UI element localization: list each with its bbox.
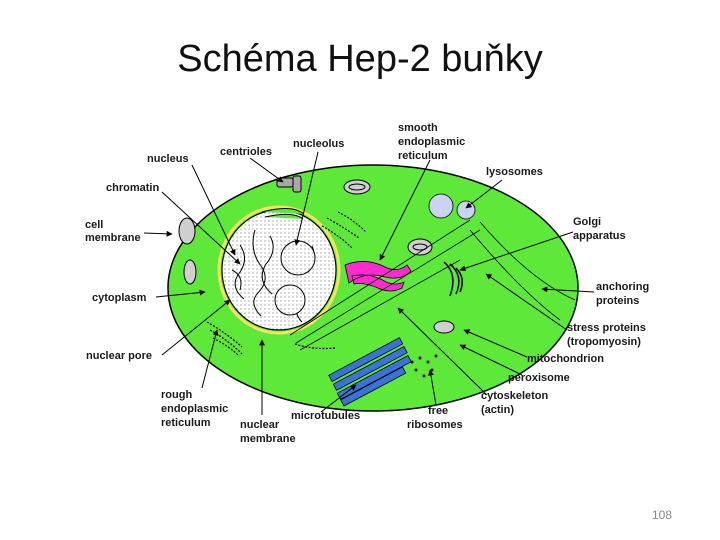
label-cell-membrane-2: membrane [85, 232, 141, 244]
cytoskeleton [289, 219, 576, 351]
label-free-ribosomes-2: ribosomes [407, 419, 463, 431]
label-centrioles: centrioles [220, 146, 272, 158]
golgi-stack [443, 261, 463, 297]
label-nuclear-pore: nuclear pore [86, 350, 152, 362]
lysosome [428, 193, 454, 219]
label-stress-1: stress proteins [567, 322, 646, 334]
label-rer-1: rough [161, 389, 192, 401]
label-lysosomes: lysosomes [486, 166, 543, 178]
label-nucleolus: nucleolus [293, 138, 344, 150]
label-cytoplasm: cytoplasm [92, 292, 147, 304]
label-anchoring-1: anchoring [596, 281, 649, 293]
label-golgi-1: Golgi [573, 216, 601, 228]
rough-er-top [261, 208, 305, 220]
label-microtubules: microtubules [291, 410, 360, 422]
label-ser-3: reticulum [398, 150, 448, 162]
label-free-ribosomes-1: free [428, 405, 448, 417]
label-cytoskeleton-1: cytoskeleton [481, 390, 549, 402]
label-mitochondrion: mitochondrion [527, 353, 604, 365]
label-nucleus: nucleus [147, 153, 189, 165]
label-rer-3: reticulum [161, 417, 211, 429]
label-golgi-2: apparatus [573, 230, 626, 242]
label-chromatin: chromatin [106, 182, 159, 194]
label-cell-membrane-1: cell [85, 219, 103, 231]
label-nuclear-membrane-2: membrane [240, 433, 296, 445]
label-cytoskeleton-2: (actin) [481, 404, 514, 416]
label-nuclear-membrane-1: nuclear [240, 419, 280, 431]
label-stress-2: (tropomyosin) [567, 336, 641, 348]
leader-lines [143, 151, 595, 415]
label-rer-2: endoplasmic [161, 403, 228, 415]
centrioles [276, 175, 302, 193]
page-number: 108 [652, 508, 673, 522]
free-ribosomes [410, 354, 438, 378]
nuclear-membrane [217, 205, 341, 335]
nucleus [221, 209, 337, 331]
label-anchoring-2: proteins [596, 295, 639, 307]
label-peroxisome: peroxisome [508, 372, 570, 384]
golgi-apparatus [344, 261, 412, 292]
label-ser-2: endoplasmic [398, 136, 465, 148]
rough-er [206, 211, 367, 357]
slide-title: Schéma Hep-2 buňky [177, 38, 543, 80]
nucleolus [280, 240, 316, 276]
mitochondria [178, 179, 455, 334]
label-ser-1: smooth [398, 122, 438, 134]
nucleolus-2 [274, 284, 306, 316]
